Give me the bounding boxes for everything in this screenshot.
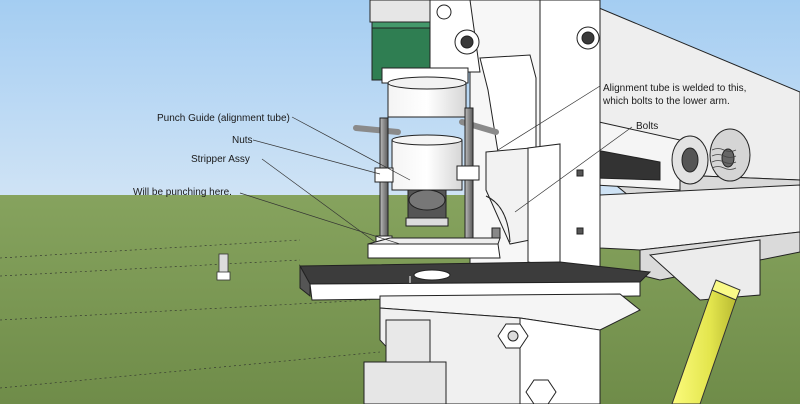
die-plate: [299, 261, 652, 298]
lower-arm: [599, 184, 800, 301]
punch-guide-body: [381, 67, 469, 227]
loose-bolt: [216, 253, 231, 281]
lower-die-block: [309, 281, 641, 404]
label-punch-guide: Punch Guide (alignment tube): [157, 113, 290, 124]
label-punching-location: Will be punching here.: [133, 187, 232, 198]
lower-hex-bolt: [497, 323, 557, 404]
alignment-bracket: [485, 143, 561, 269]
guide-lines: [0, 239, 381, 389]
label-alignment-tube-line2: which bolts to the lower arm.: [602, 96, 730, 107]
pulley-wheels: [671, 128, 751, 185]
label-stripper-assy: Stripper Assy: [191, 154, 250, 165]
annotation-leaders: [239, 85, 633, 245]
label-nuts: Nuts: [232, 135, 253, 146]
label-bolts: Bolts: [636, 121, 658, 132]
spring-coil: [711, 148, 737, 170]
stripper-rod-right: [456, 107, 499, 249]
stripper-plate: [367, 237, 501, 259]
hydraulic-cylinder: [671, 279, 741, 404]
label-alignment-tube-line1: Alignment tube is welded to this,: [603, 83, 746, 94]
